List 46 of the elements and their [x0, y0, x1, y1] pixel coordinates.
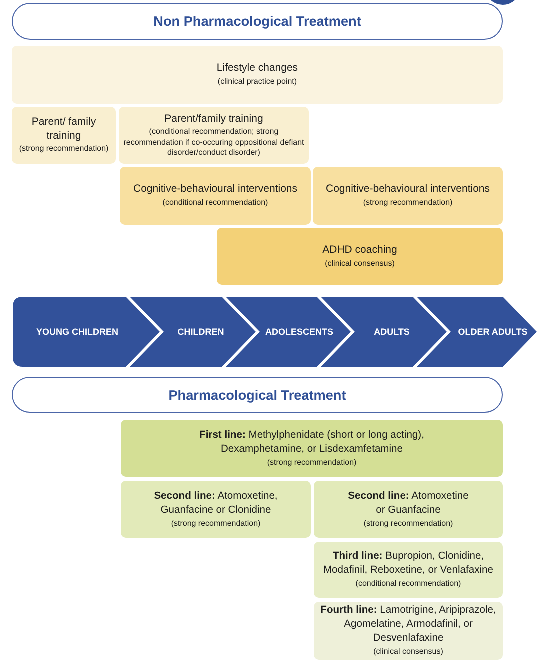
- treatment-name: First line: Methylphenidate (short or long acting), Dexamphetamine, or Lisdexamfetamine: [198, 428, 426, 457]
- treatment-name: Second line: Atomoxetine or Guanfacine: [347, 490, 470, 518]
- age-group-segment: [226, 297, 351, 367]
- treatment-card: [121, 420, 503, 477]
- age-group-segment: [130, 297, 256, 367]
- recommendation-note: (clinical consensus): [325, 258, 395, 270]
- treatment-card: [313, 167, 503, 225]
- section-banner: [12, 377, 503, 413]
- recommendation-note: (strong recommendation): [363, 198, 453, 209]
- age-group-label: ADULTS: [374, 327, 410, 337]
- recommendation-note: (conditional recommendation): [162, 198, 268, 209]
- age-group-segment: [417, 297, 537, 367]
- treatment-name: Parent/family training: [164, 112, 264, 126]
- treatment-card: [314, 542, 503, 598]
- age-group-label: YOUNG CHILDREN: [36, 327, 118, 337]
- treatment-card: [12, 46, 503, 104]
- recommendation-note: (strong recommendation): [19, 144, 109, 155]
- treatment-name: Cognitive-behavioural interventions: [133, 183, 298, 198]
- treatment-name: Lifestyle changes: [216, 62, 298, 76]
- treatment-card: [119, 107, 309, 164]
- treatment-name: Parent/ family training: [30, 116, 98, 144]
- treatment-name: Second line: Atomoxetine, Guanfacine or Clonidine: [153, 490, 279, 518]
- age-group-label: ADOLESCENTS: [265, 327, 334, 337]
- recommendation-note: (clinical consensus): [374, 647, 444, 658]
- recommendation-note: (clinical practice point): [218, 77, 298, 88]
- treatment-card: [121, 481, 311, 538]
- treatment-card: [120, 167, 311, 225]
- section-heading: Pharmacological Treatment: [168, 388, 346, 402]
- recommendation-note: (strong recommendation): [267, 458, 357, 468]
- treatment-name: Cognitive-behavioural interventions: [326, 183, 490, 198]
- age-group-label: CHILDREN: [178, 327, 224, 337]
- age-group-segment: [13, 297, 160, 367]
- section-heading: Non Pharmacological Treatment: [154, 14, 362, 29]
- recommendation-note: (strong recommendation): [364, 518, 454, 530]
- treatment-name: Fourth line: Lamotrigine, Aripiprazole, Agomelatine, Armodafinil, or Desvenlafaxine: [320, 604, 498, 646]
- recommendation-note: (conditional recommendation): [356, 579, 462, 590]
- treatment-name: ADHD coaching: [322, 244, 398, 258]
- treatment-name: Third line: Bupropion, Clonidine, Modafinil, Reboxetine, or Venlafaxine: [322, 550, 494, 578]
- section-banner: [12, 3, 503, 40]
- treatment-card: [314, 481, 503, 538]
- treatment-card: [12, 107, 116, 164]
- treatment-card: [314, 602, 503, 660]
- recommendation-note: (strong recommendation): [171, 518, 261, 530]
- treatment-card: [217, 228, 503, 285]
- recommendation-note: (conditional recommendation; strong recommendation if co-occuring oppositional defiant disorder/conduct disorder): [122, 127, 306, 158]
- age-group-label: OLDER ADULTS: [458, 327, 528, 337]
